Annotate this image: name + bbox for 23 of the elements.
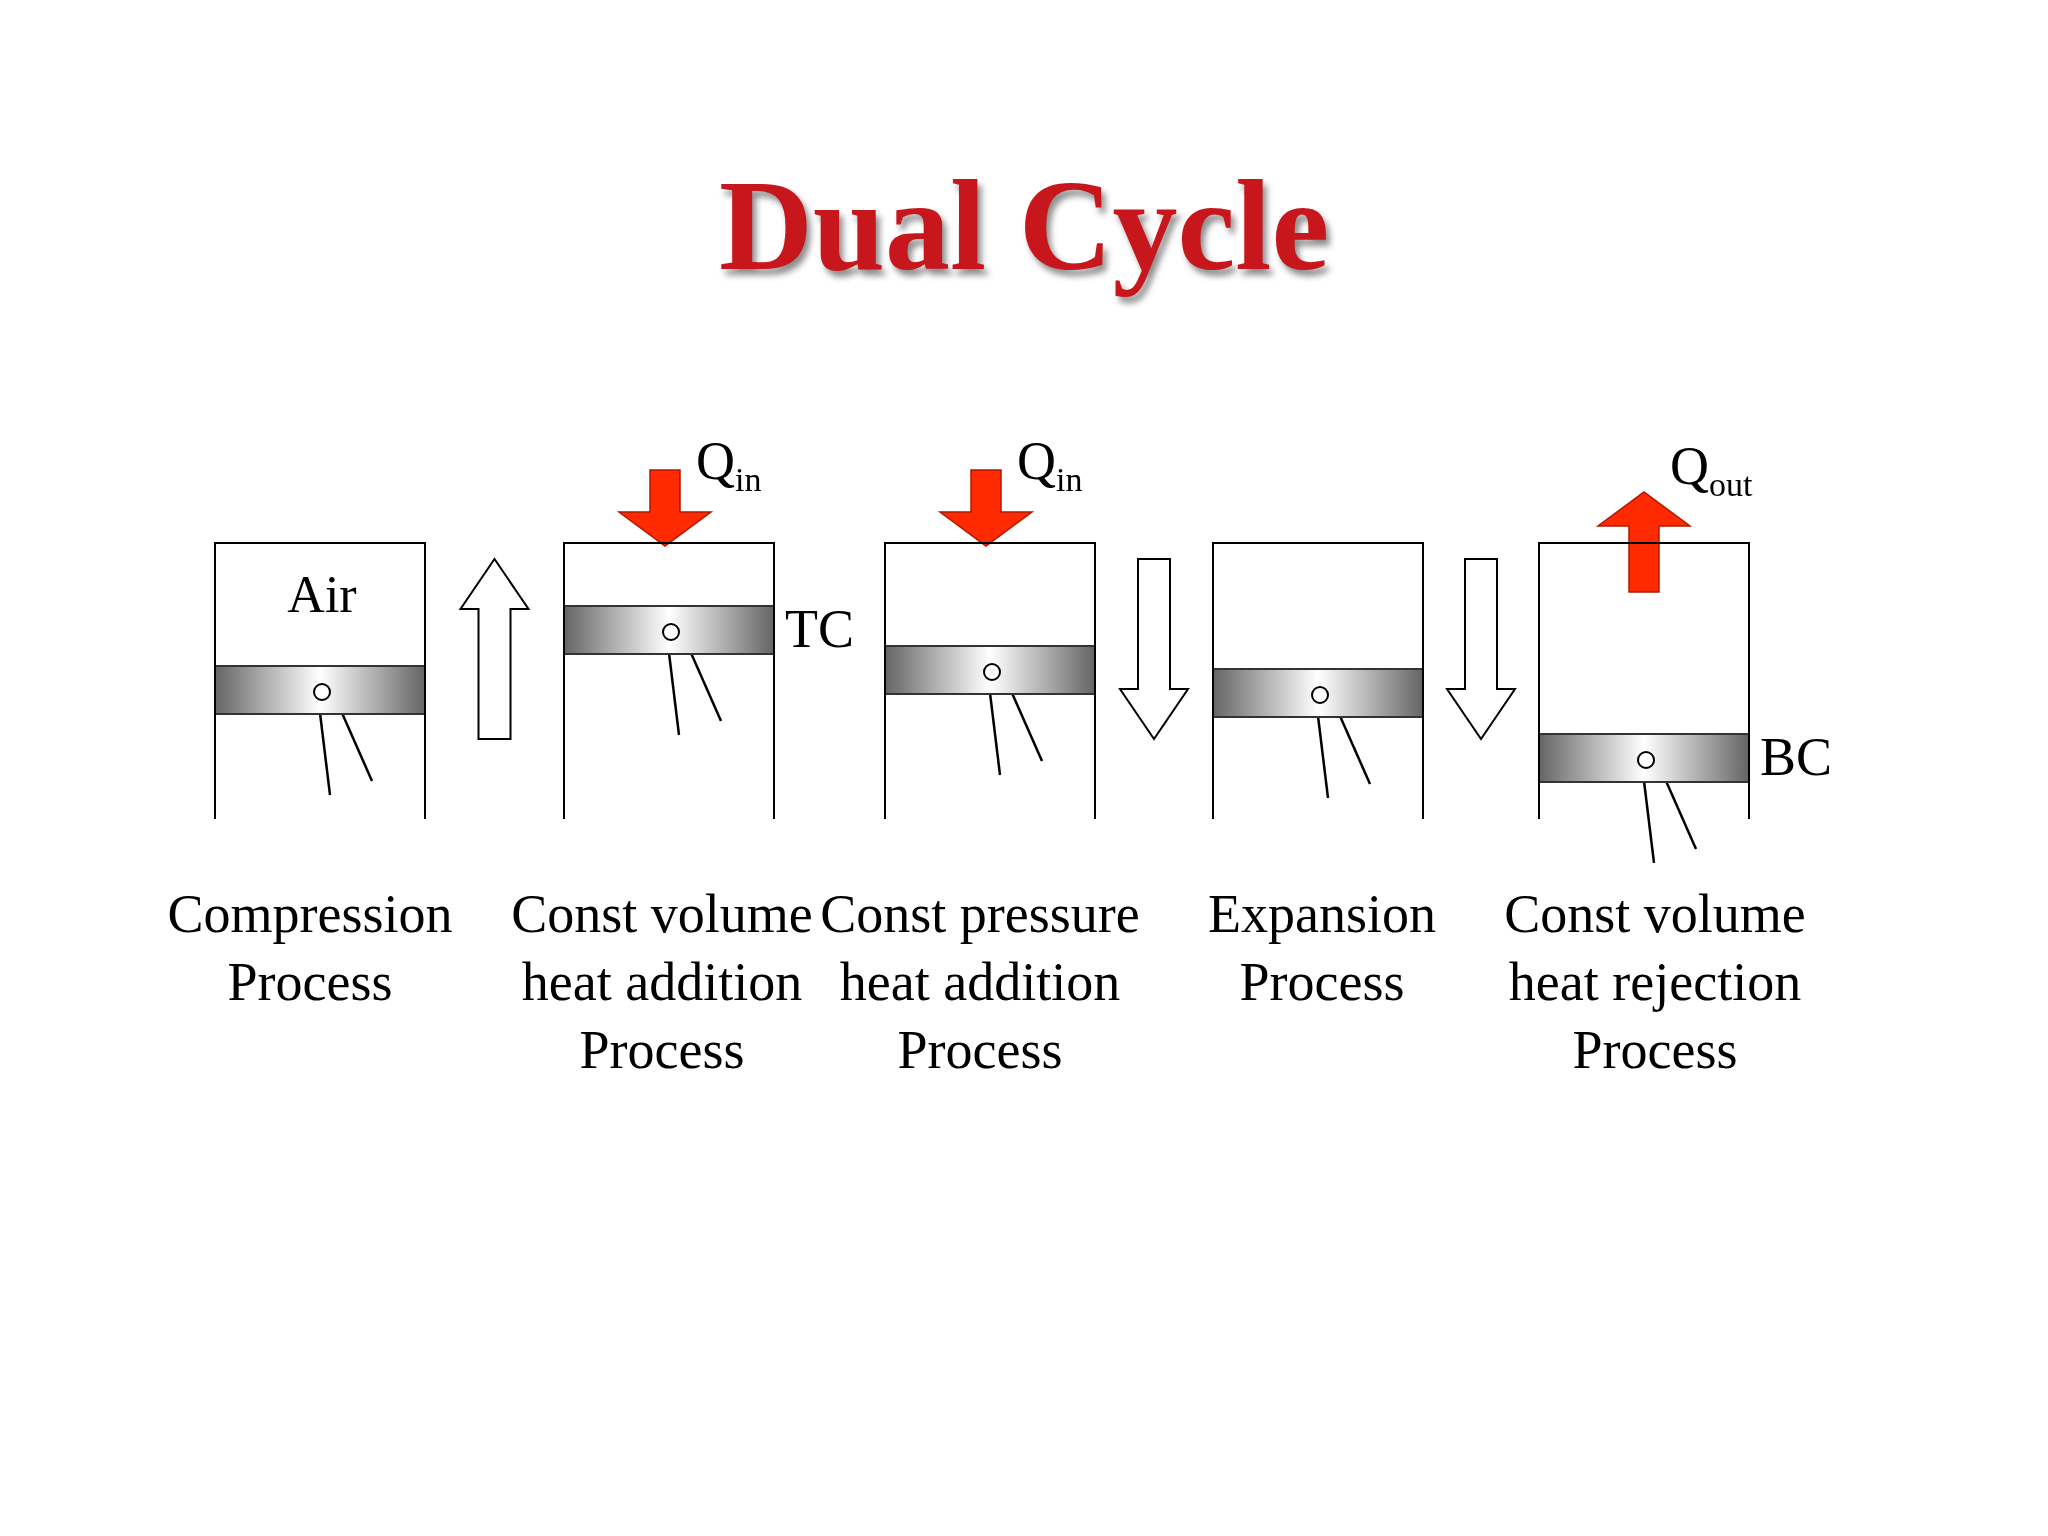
process-caption: Const volume heat rejection Process <box>1503 883 1807 1082</box>
block-arrow <box>458 557 531 740</box>
cylinder <box>1538 542 1750 819</box>
process-caption: Compression Process <box>166 883 454 1014</box>
cylinder <box>563 542 775 819</box>
title-heading: Dual Cycle <box>717 152 1331 299</box>
block-arrow <box>1118 558 1190 741</box>
block-arrow <box>1445 558 1517 741</box>
position-label: BC <box>1760 726 1833 788</box>
cylinder <box>884 542 1096 819</box>
cylinder <box>214 542 426 819</box>
cylinder <box>1212 542 1424 819</box>
heat-arrow <box>1595 491 1693 593</box>
edge-label: Q$_{in}$ <box>696 430 762 499</box>
process-caption: Const volume heat addition Process <box>510 883 814 1082</box>
position-label: TC <box>785 598 854 660</box>
edge-label: Q$_{in}$ <box>1017 430 1083 499</box>
cylinder-label: Air <box>286 564 358 624</box>
heat-arrow <box>937 469 1035 547</box>
process-caption: Expansion Process <box>1207 883 1437 1014</box>
heat-arrow <box>616 469 714 547</box>
process-caption: Const pressure heat addition Process <box>819 883 1141 1082</box>
edge-label: Q$_{out}$ <box>1670 435 1753 504</box>
